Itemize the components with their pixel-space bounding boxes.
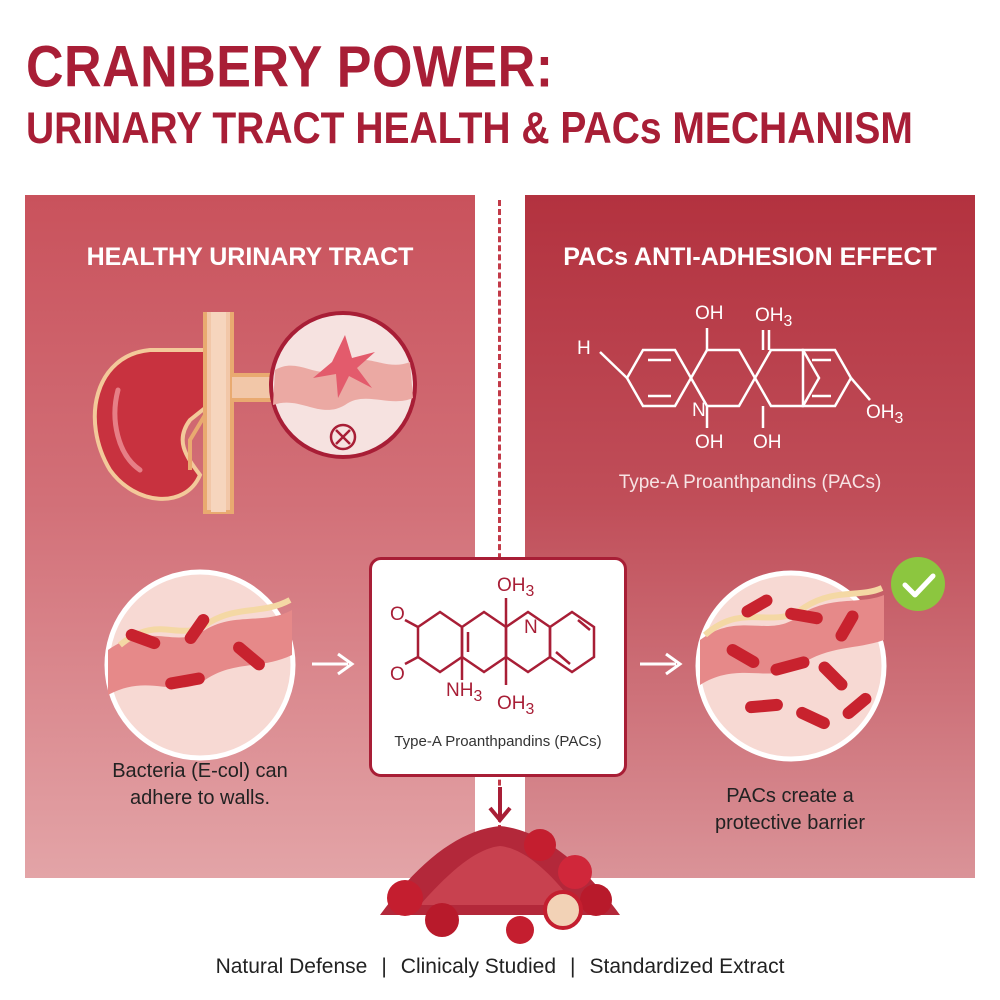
center-atom-o-lower: O (390, 664, 405, 685)
right-caption: PACs create a protective barrier (714, 785, 866, 834)
atom-oh-top: OH (695, 303, 724, 324)
right-molecule-label: Type-A Proanthpandins (PACs) (618, 472, 882, 493)
atom-oh-bottom-left: OH (695, 432, 724, 453)
atom-oh-bottom-right: OH (753, 432, 782, 453)
footer-item-standardized-extract: Standardized Extract (589, 955, 785, 978)
atom-n: N (692, 400, 706, 421)
left-caption: Bacteria (E-col) can adhere to walls. (112, 760, 288, 809)
footer-tagline: Natural Defense | Clinicaly Studied | Standa… (0, 955, 1000, 979)
footer-separator: | (381, 955, 387, 978)
atom-oh3-right: OH3 (866, 402, 904, 427)
atom-oh3-top: OH3 (755, 305, 793, 330)
page-title: CRANBERY POWER: (26, 35, 554, 101)
footer-item-clinically-studied: Clinicaly Studied (400, 955, 557, 978)
footer-item-natural-defense: Natural Defense (215, 955, 368, 978)
atom-h-left: H (577, 338, 591, 359)
center-atom-oh3-top: OH3 (497, 575, 535, 600)
panel-divider (498, 200, 501, 840)
footer-separator: | (570, 955, 576, 978)
page-subtitle: URINARY TRACT HEALTH & PACs MECHANISM (26, 104, 913, 154)
center-atom-n: N (524, 617, 538, 638)
left-panel-heading: HEALTHY URINARY TRACT (86, 243, 414, 271)
center-atom-o-upper: O (390, 604, 405, 625)
center-atom-nh3: NH3 (446, 680, 483, 705)
center-atom-oh3-bottom: OH3 (497, 693, 535, 718)
center-molecule-label: Type-A Proanthpandins (PACs) (394, 733, 602, 750)
right-panel-heading: PACs ANTI-ADHESION EFFECT (563, 243, 937, 271)
